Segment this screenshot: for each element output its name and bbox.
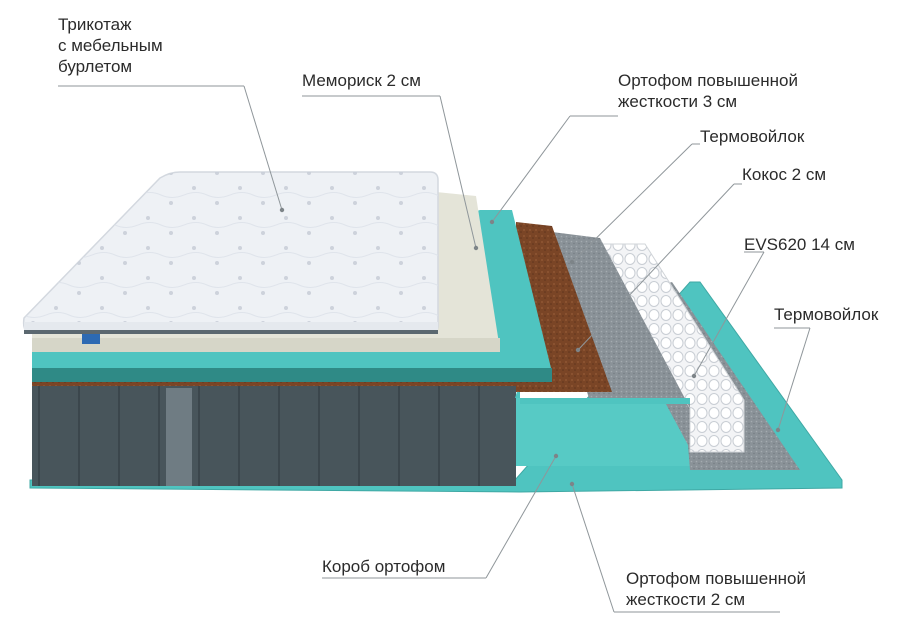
label-knit-cover-line1: Трикотаж [58, 15, 132, 34]
label-spring-block: EVS620 14 см [744, 234, 855, 255]
label-knit-cover-line2: с мебельным [58, 36, 163, 55]
label-felt-bottom-text: Термовойлок [774, 305, 879, 324]
label-felt-top: Термовойлок [700, 126, 804, 147]
label-spring-block-text: EVS620 14 см [744, 235, 855, 254]
label-felt-bottom: Термовойлок [774, 304, 878, 325]
ortho-box-edge [516, 398, 690, 466]
leader-lines [58, 85, 811, 613]
brand-tag [82, 334, 100, 344]
label-firm-ortho-top-line2: жесткости 3 см [618, 92, 738, 111]
label-firm-ortho-bottom-line1: Ортофом повышенной [626, 569, 806, 588]
label-memory-foam-text: Мемориск 2 см [302, 71, 421, 90]
label-ortho-box: Короб ортофом [322, 556, 445, 577]
label-ortho-box-text: Короб ортофом [322, 557, 446, 576]
label-felt-top-text: Термовойлок [700, 127, 805, 146]
leader-dots [279, 207, 781, 487]
label-coconut: Кокос 2 см [742, 164, 826, 185]
label-coconut-text: Кокос 2 см [742, 165, 827, 184]
label-firm-ortho-top: Ортофом повышенной жесткости 3 см [618, 70, 798, 112]
label-memory-foam: Мемориск 2 см [302, 70, 421, 91]
label-knit-cover: Трикотаж с мебельным бурлетом [58, 14, 163, 77]
label-firm-ortho-bottom-line2: жесткости 2 см [626, 590, 746, 609]
velour-box [32, 382, 516, 486]
label-firm-ortho-top-line1: Ортофом повышенной [618, 71, 798, 90]
velour-handle [166, 388, 192, 486]
label-knit-cover-line3: бурлетом [58, 57, 133, 76]
label-firm-ortho-bottom: Ортофом повышенной жесткости 2 см [626, 568, 806, 610]
